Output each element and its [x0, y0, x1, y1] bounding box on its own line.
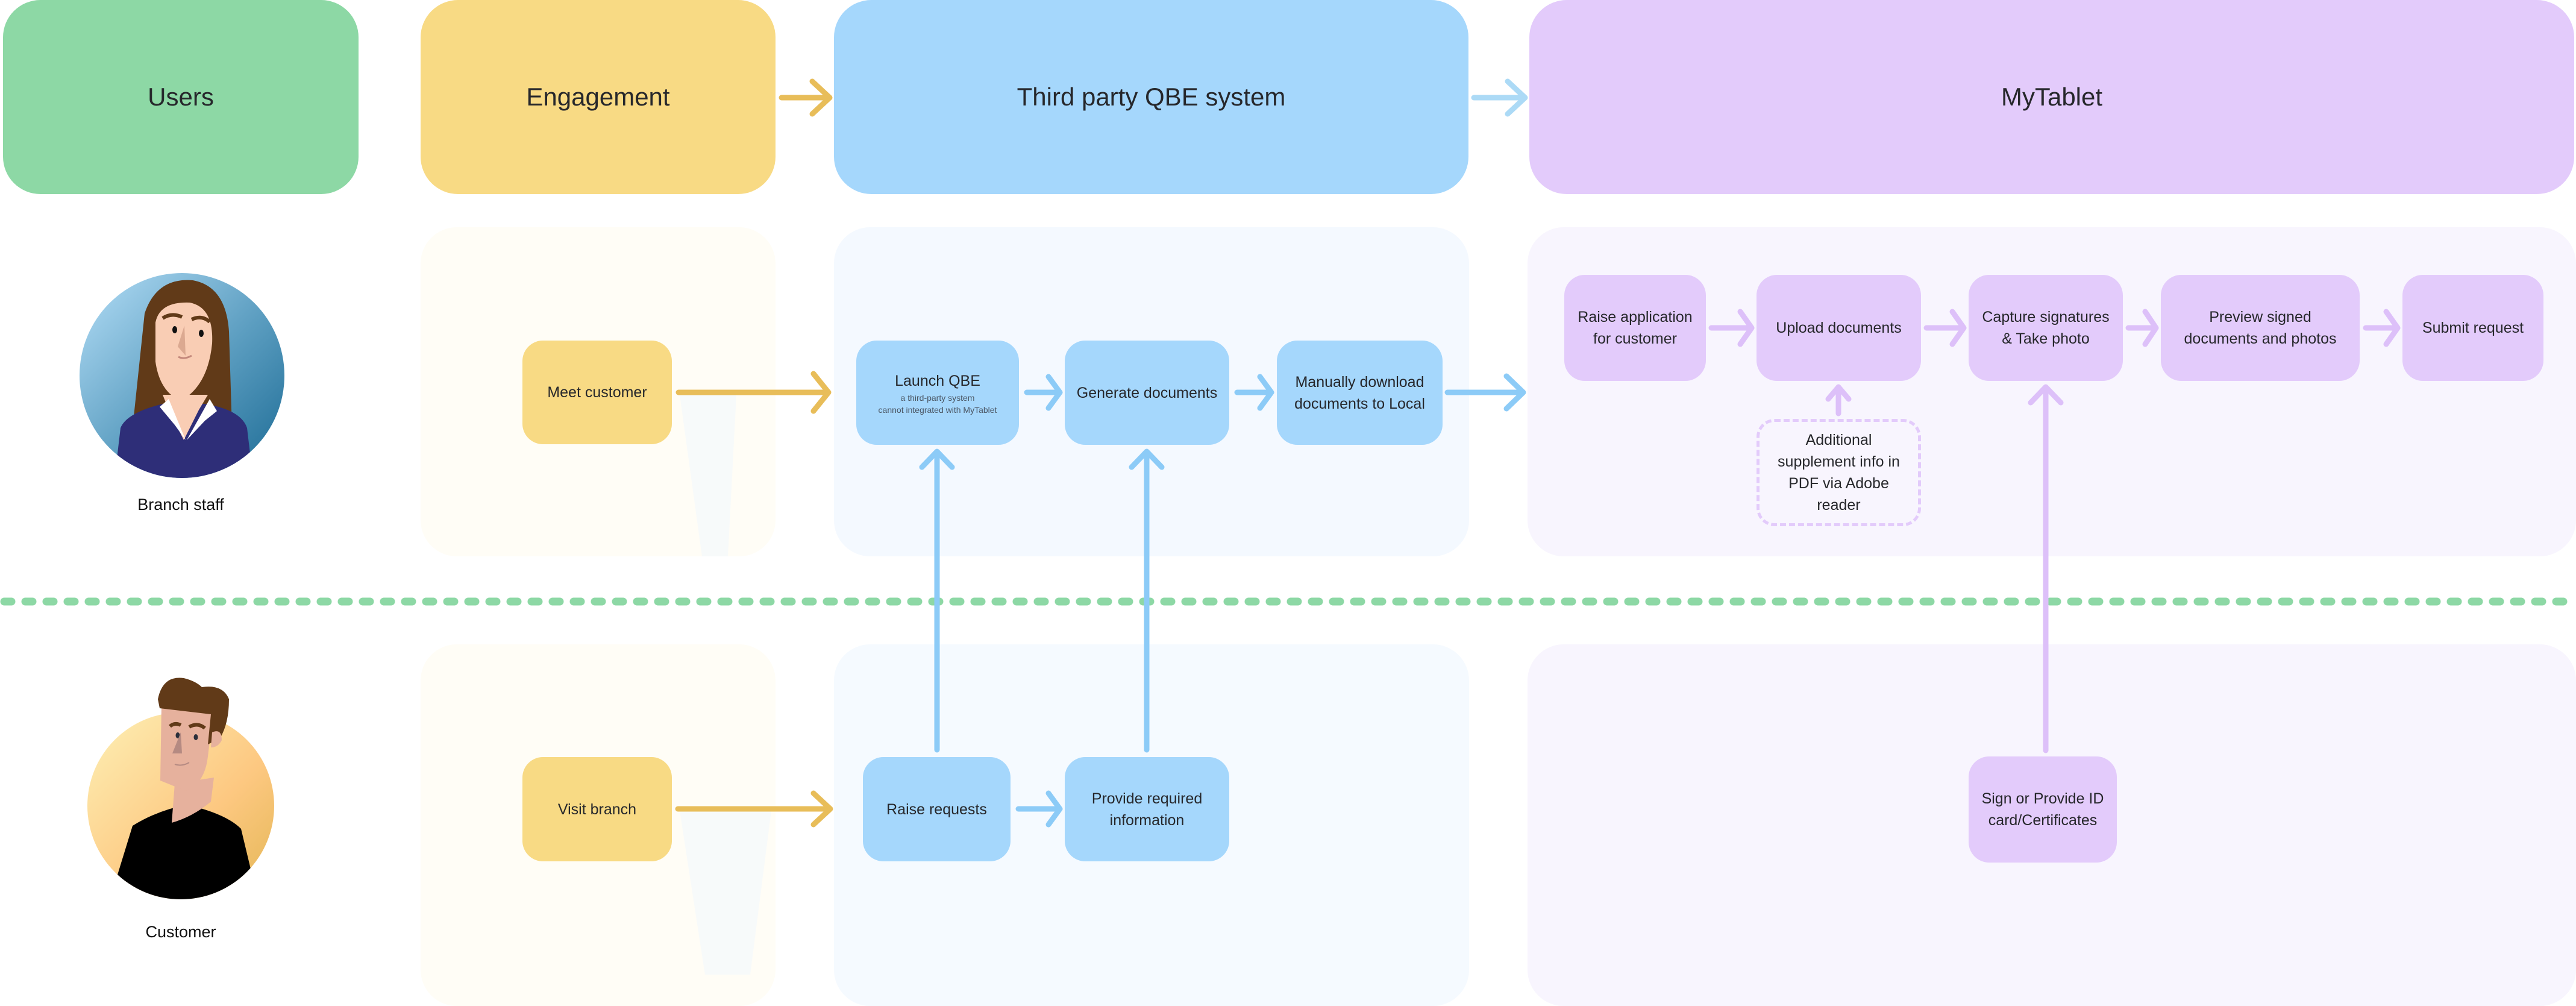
step-sign-or-provide-id-label: Sign or Provide ID card/Certificates — [1981, 790, 2104, 829]
arrow-sign-to-capture — [2028, 384, 2064, 753]
step-preview-signed[interactable]: Preview signed documents and photos — [2161, 275, 2360, 381]
persona-label-customer: Customer — [145, 923, 216, 941]
step-raise-requests-label: Raise requests — [886, 800, 987, 818]
arrow-visit-to-raise-requests — [675, 790, 833, 828]
arrow-third-party-to-mytablet — [1471, 78, 1528, 117]
step-provide-information[interactable]: Provide required information — [1065, 757, 1229, 861]
step-capture-signatures[interactable]: Capture signatures & Take photo — [1969, 275, 2123, 381]
note-additional-supplement: Additional supplement info in PDF via Ad… — [1757, 419, 1921, 526]
header-engagement: Engagement — [421, 0, 776, 194]
arrow-raise-requests-to-launch — [919, 448, 955, 753]
arrow-supplement-to-upload — [1825, 384, 1852, 417]
header-engagement-label: Engagement — [526, 83, 670, 111]
arrow-generate-to-download — [1234, 374, 1274, 411]
header-users-label: Users — [148, 83, 214, 111]
lane-divider — [0, 597, 2576, 606]
step-visit-branch[interactable]: Visit branch — [522, 757, 672, 861]
step-generate-documents-label: Generate documents — [1076, 384, 1218, 401]
step-meet-customer[interactable]: Meet customer — [522, 341, 672, 444]
step-submit-request-label: Submit request — [2422, 319, 2524, 336]
step-raise-requests[interactable]: Raise requests — [863, 757, 1011, 861]
decorative-tapers — [0, 0, 2576, 975]
note-additional-supplement-label: Additional supplement info in PDF via Ad… — [1778, 432, 1900, 514]
flow-arrows — [675, 78, 2401, 828]
arrow-capture-to-preview — [2125, 309, 2159, 347]
arrow-upload-to-capture — [1923, 309, 1967, 347]
arrow-meet-to-launch — [675, 371, 832, 414]
step-manually-download-label: Manually download documents to Local — [1294, 373, 1425, 412]
man-avatar-icon — [87, 677, 274, 899]
step-raise-application-label: Raise application for customer — [1578, 309, 1693, 347]
header-users: Users — [3, 0, 359, 194]
step-launch-qbe-title: Launch QBE — [895, 372, 980, 389]
step-sign-or-provide-id[interactable]: Sign or Provide ID card/Certificates — [1969, 756, 2117, 863]
taper-customer — [680, 811, 771, 975]
step-upload-documents-label: Upload documents — [1776, 319, 1902, 336]
woman-avatar-icon — [80, 273, 284, 478]
header-third-party: Third party QBE system — [834, 0, 1468, 194]
step-raise-application[interactable]: Raise application for customer — [1564, 275, 1706, 381]
step-upload-documents[interactable]: Upload documents — [1757, 275, 1921, 381]
step-capture-signatures-label: Capture signatures & Take photo — [1982, 309, 2110, 347]
step-launch-qbe[interactable]: Launch QBE a third-party system cannot i… — [856, 341, 1019, 445]
step-launch-qbe-note-2: cannot integrated with MyTablet — [878, 404, 997, 415]
step-meet-customer-label: Meet customer — [547, 384, 647, 401]
step-submit-request[interactable]: Submit request — [2402, 275, 2543, 381]
header-mytablet: MyTablet — [1529, 0, 2574, 194]
step-visit-branch-label: Visit branch — [557, 800, 637, 818]
step-launch-qbe-note-1: a third-party system — [900, 392, 975, 403]
persona-label-staff: Branch staff — [137, 495, 224, 514]
step-generate-documents[interactable]: Generate documents — [1065, 341, 1229, 445]
step-preview-signed-label: Preview signed documents and photos — [2184, 309, 2337, 347]
arrow-raise-to-provide — [1015, 790, 1063, 828]
arrow-raise-app-to-upload — [1708, 309, 1755, 347]
step-provide-information-label: Provide required information — [1091, 790, 1203, 829]
header-mytablet-label: MyTablet — [2001, 83, 2103, 111]
arrow-preview-to-submit — [2363, 309, 2401, 347]
arrow-download-to-mytablet — [1444, 373, 1526, 412]
taper-staff — [680, 395, 736, 556]
header-third-party-label: Third party QBE system — [1017, 83, 1286, 111]
arrow-provide-info-to-generate — [1129, 448, 1165, 753]
arrow-launch-to-generate — [1024, 374, 1063, 411]
arrow-engagement-to-third-party — [779, 78, 833, 117]
step-manually-download[interactable]: Manually download documents to Local — [1277, 341, 1443, 445]
